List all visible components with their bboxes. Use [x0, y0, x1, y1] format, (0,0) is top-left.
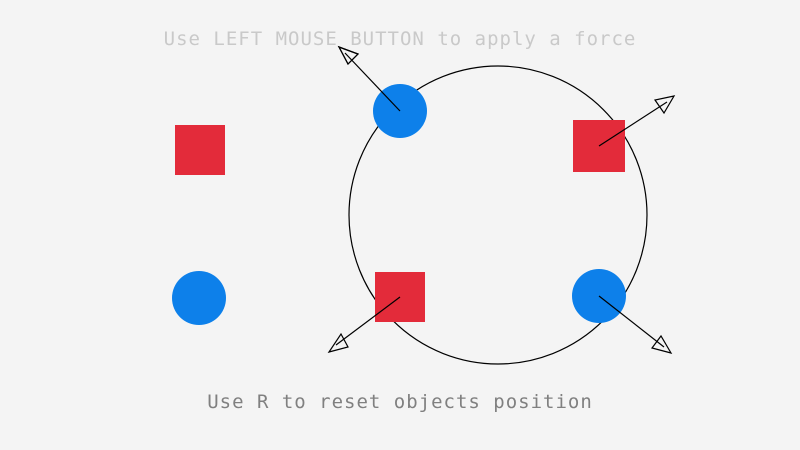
force-shaft	[598, 295, 665, 348]
arrowhead-icon	[653, 95, 676, 115]
body-square-left[interactable]	[175, 125, 225, 175]
force-vector-circle-bottom-right	[598, 295, 673, 354]
force-vector-square-right	[598, 95, 676, 147]
arrowhead-icon	[327, 332, 349, 353]
mouse-pointer-icon	[337, 45, 360, 65]
body-circle-bottom-left[interactable]	[172, 271, 226, 325]
force-vector-circle-top	[337, 45, 401, 112]
force-shaft	[335, 296, 401, 346]
hint-text-reset-objects: Use R to reset objects position	[207, 391, 593, 413]
force-shaft	[344, 52, 401, 112]
boundary-circle	[348, 65, 648, 365]
force-shaft	[598, 101, 668, 147]
force-vector-square-bottom-center	[327, 296, 401, 353]
hint-text-apply-force: Use LEFT MOUSE BUTTON to apply a force	[163, 28, 637, 50]
arrowhead-icon	[650, 334, 673, 354]
